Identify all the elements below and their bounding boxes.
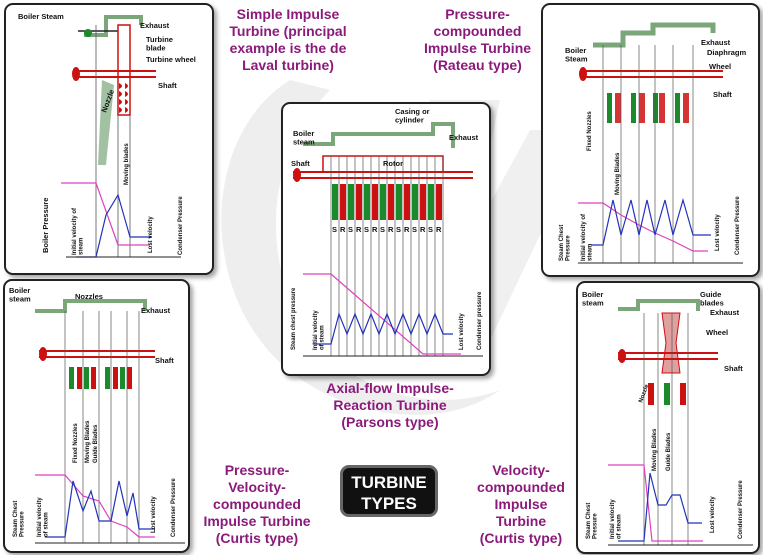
label-boiler-pressure: Boiler Pressure [41, 198, 50, 253]
turbine-types-badge: TURBINE TYPES [340, 465, 438, 517]
label-exhaust: Exhaust [710, 308, 740, 317]
blade-code-label: R [436, 225, 442, 234]
label-guide-blades: Guide Blades [93, 424, 99, 463]
label-initial-velocity: Initial velocityof steam [37, 497, 50, 537]
blade-code-label: S [396, 225, 401, 234]
stator-blade-row [412, 184, 418, 220]
blade-code-label: R [356, 225, 362, 234]
stator-blade-row [380, 184, 386, 220]
label-lost-velocity: Lost velocity [151, 496, 157, 533]
label-initial-velocity: Initial velocityof steam [610, 499, 623, 539]
blade-code-label: R [420, 225, 426, 234]
label-fixed-nozzles: Fixed Nozzles [587, 111, 593, 151]
label-steam-chest-pressure: Steam ChestPressure [586, 503, 599, 539]
label-fixed-nozzles: Fixed Nozzles [73, 423, 79, 463]
blade-code-label: S [364, 225, 369, 234]
label-condenser-pressure: Condenser pressure [477, 291, 483, 350]
title-pressure-compounded: Pressure- compounded Impulse Turbine (Ra… [423, 6, 532, 73]
label-lost-velocity: Lost velocity [715, 214, 721, 251]
label-exhaust: Exhaust [449, 133, 479, 142]
rotor-blade-row [372, 184, 378, 220]
label-exhaust: Exhaust [141, 306, 171, 315]
rotor-blade-row [340, 184, 346, 220]
blade-code-label: R [372, 225, 378, 234]
rotor-blade-row [356, 184, 362, 220]
label-moving-blades: Moving Blades [615, 152, 621, 195]
label-steam-chest-pressure: Steam chest pressure [291, 287, 297, 350]
label-shaft: Shaft [713, 90, 732, 99]
label-exhaust: Exhaust [140, 21, 170, 30]
blade-code-label: S [428, 225, 433, 234]
blade-code-label: S [412, 225, 417, 234]
stator-blade-row [348, 184, 354, 220]
stator-blade-row [364, 184, 370, 220]
stator-blade-row [428, 184, 434, 220]
title-parsons: Axial-flow Impulse- Reaction Turbine (Pa… [326, 380, 454, 430]
blade-code-label: R [388, 225, 394, 234]
label-condenser-pressure: Condenser Pressure [735, 196, 741, 255]
label-shaft: Shaft [158, 81, 177, 90]
blade-code-label: S [332, 225, 337, 234]
label-initial-velocity: Initial velocityof steam [313, 310, 326, 350]
label-lost-velocity: Lost velocity [459, 313, 465, 350]
valve-icon [84, 29, 92, 37]
blade-code-label: R [404, 225, 410, 234]
label-shaft: Shaft [155, 356, 174, 365]
label-initial-velocity: Initial velocity ofsteam [72, 207, 85, 255]
label-moving-blades: Moving Blades [652, 428, 658, 471]
label-condenser-pressure: Condenser Pressure [171, 478, 177, 537]
label-wheel: Wheel [706, 328, 728, 337]
stator-blade-row [332, 184, 338, 220]
label-moving-blades: Moving Blades [85, 420, 91, 463]
label-moving-blades: Moving blades [124, 143, 130, 185]
label-condenser-pressure: Condenser Pressure [738, 480, 744, 539]
label-shaft: Shaft [291, 159, 310, 168]
label-boiler-steam: Boiler Steam [18, 12, 64, 21]
blade-code-label: S [348, 225, 353, 234]
label-steam-chest-pressure: Steam ChestPressure [13, 501, 26, 537]
title-pressure-velocity: Pressure- Velocity- compounded Impulse T… [203, 462, 311, 546]
label-rotor: Rotor [383, 159, 403, 168]
title-velocity-compounded: Velocity- compounded Impulse Turbine (Cu… [477, 462, 565, 546]
rotor-blade-row [388, 184, 394, 220]
label-exhaust: Exhaust [701, 38, 731, 47]
label-condenser-pressure: Condenser Pressure [178, 196, 184, 255]
blade-code-label: S [380, 225, 385, 234]
label-steam-chest-pressure: Steam ChestPressure [559, 225, 572, 261]
label-diaphragm: Diaphragm [707, 48, 747, 57]
label-turbine-wheel: Turbine wheel [146, 55, 196, 64]
label-lost-velocity: Lost velocity [148, 216, 154, 253]
title-simple-impulse: Simple Impulse Turbine (principal exampl… [229, 6, 347, 73]
label-wheel: Wheel [709, 62, 731, 71]
label-initial-velocity: Initial velocity ofsteam [581, 213, 594, 261]
rotor-blade-row [420, 184, 426, 220]
rotor-blade-row [436, 184, 442, 220]
label-shaft: Shaft [724, 364, 743, 373]
label-guide-blades: Guide Blades [666, 432, 672, 471]
stator-blade-row [396, 184, 402, 220]
blade-code-label: R [340, 225, 346, 234]
rotor-blade-row [404, 184, 410, 220]
label-nozzles: Nozzles [75, 292, 103, 301]
label-lost-velocity: Lost velocity [710, 496, 716, 533]
